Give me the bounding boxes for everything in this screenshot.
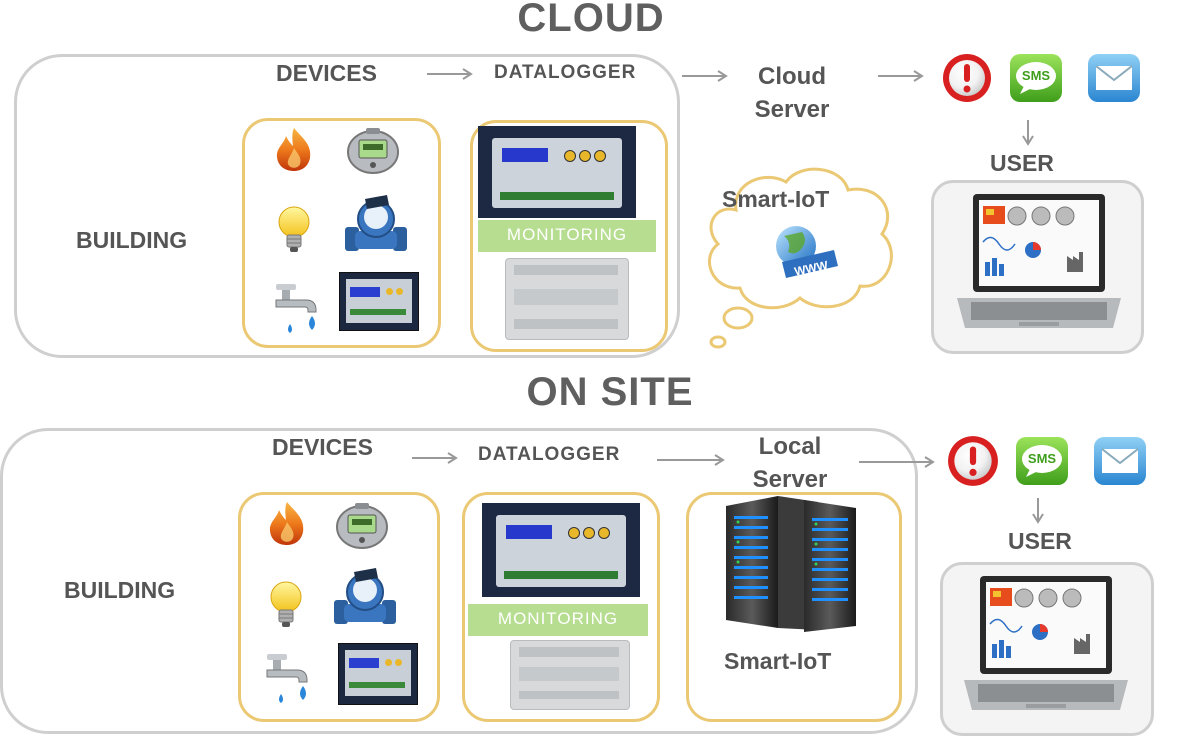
- laptop-dashboard-icon: [964, 576, 1128, 710]
- sms-icon: SMS: [1014, 434, 1070, 488]
- cloud-devices-label: DEVICES: [276, 60, 377, 86]
- onsite-datalogger-label: DATALOGGER: [478, 444, 621, 465]
- onsite-user-label: USER: [1008, 528, 1072, 554]
- datalogger-grey-unit: [505, 258, 629, 340]
- sms-icon-text: SMS: [1027, 451, 1057, 466]
- onsite-section-title: ON SITE: [526, 370, 694, 414]
- cloud-datalogger-label: DATALOGGER: [494, 62, 637, 83]
- water-meter-icon: [334, 568, 396, 624]
- arrow-icon: [657, 454, 725, 466]
- alert-icon: [948, 436, 998, 486]
- water-tap-icon: [275, 284, 317, 333]
- mail-icon: [1088, 54, 1140, 102]
- arrow-icon: [412, 452, 458, 464]
- sms-icon: SMS: [1008, 52, 1064, 104]
- alert-icon: [943, 54, 991, 102]
- cloud-user-label: USER: [990, 150, 1054, 176]
- arrow-down-icon: [1022, 120, 1034, 146]
- www-globe-icon: WWW: [776, 226, 838, 279]
- energy-meter-icon: [336, 503, 388, 549]
- arrow-icon: [878, 70, 924, 82]
- datalogger-mini-image: [339, 272, 419, 331]
- onsite-devices-label: DEVICES: [272, 434, 373, 460]
- sms-icon-text: SMS: [1021, 68, 1051, 83]
- arrow-icon: [859, 456, 935, 468]
- flame-icon: [269, 502, 304, 545]
- onsite-monitoring-bar: MONITORING: [468, 604, 648, 636]
- mail-icon: [1094, 437, 1146, 485]
- energy-meter-icon: [347, 128, 399, 174]
- datalogger-mini-image: [338, 643, 418, 705]
- lightbulb-icon: [278, 206, 310, 252]
- server-rack-icon: [726, 496, 856, 632]
- arrow-icon: [427, 68, 473, 80]
- water-meter-icon: [345, 195, 407, 251]
- cloud-building-label: BUILDING: [76, 227, 188, 253]
- cloud-monitoring-bar: MONITORING: [478, 220, 656, 252]
- flame-icon: [276, 128, 311, 171]
- cloud-section-title: CLOUD: [517, 0, 665, 40]
- datalogger-grey-unit: [510, 640, 630, 710]
- onsite-smart-iot-label: Smart-IoT: [724, 648, 832, 674]
- datalogger-device-image: [482, 503, 640, 597]
- cloud-smart-iot-label: Smart-IoT: [722, 186, 830, 212]
- arrow-icon: [682, 70, 728, 82]
- onsite-building-label: BUILDING: [64, 577, 176, 603]
- datalogger-device-image: [478, 126, 636, 218]
- laptop-dashboard-icon: [957, 194, 1121, 328]
- arrow-down-icon: [1032, 498, 1044, 524]
- lightbulb-icon: [270, 581, 302, 627]
- water-tap-icon: [266, 654, 308, 703]
